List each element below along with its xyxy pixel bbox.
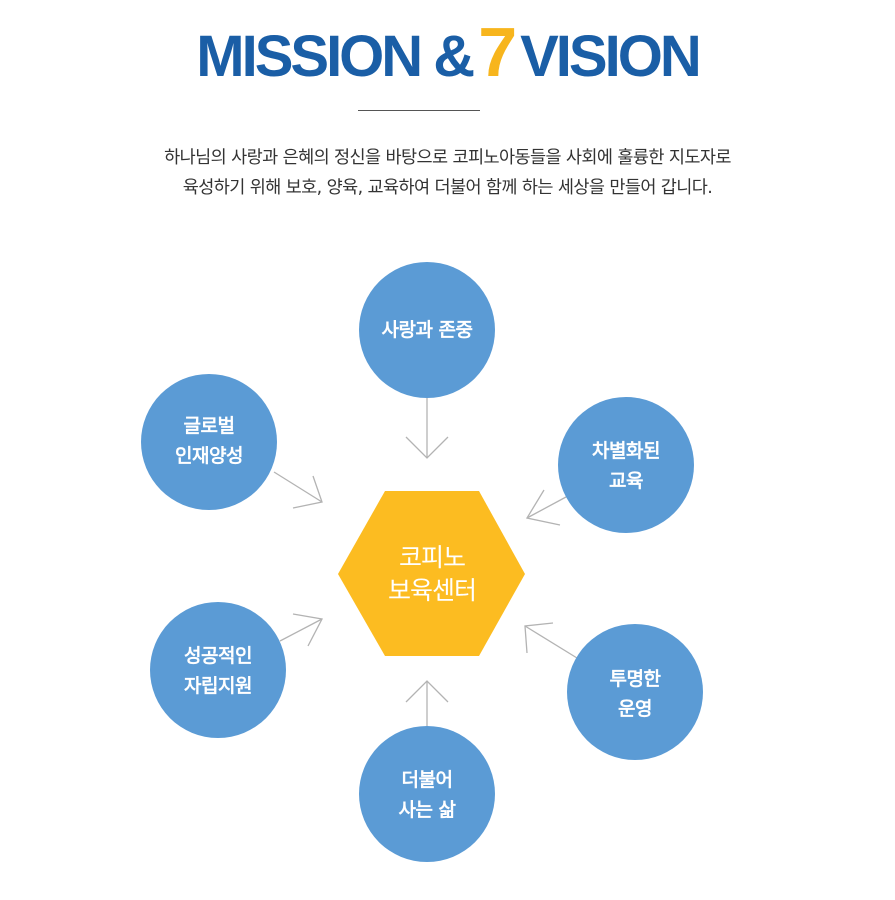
intro-line-1: 하나님의 사랑과 은혜의 정신을 바탕으로 코피노아동들을 사회에 훌륭한 지도… xyxy=(164,148,731,168)
node-love-line-1: 사랑과 존중 xyxy=(381,319,473,341)
circle-global[interactable] xyxy=(141,374,277,510)
node-label-independence: 성공적인 자립지원 xyxy=(148,641,288,701)
node-operation-line-2: 운영 xyxy=(618,698,652,720)
intro-text: 하나님의 사랑과 은혜의 정신을 바탕으로 코피노아동들을 사회에 훌륭한 지도… xyxy=(0,143,895,203)
circle-love[interactable] xyxy=(359,262,495,398)
node-label-operation: 투명한 운영 xyxy=(565,664,705,724)
node-education-line-2: 교육 xyxy=(609,470,643,492)
center-label-line-1: 코피노 xyxy=(398,543,466,572)
center-hexagon xyxy=(338,491,525,656)
center-label-line-2: 보육센터 xyxy=(387,576,477,605)
node-label-together: 더불어 사는 삶 xyxy=(357,765,497,825)
node-together-line-1: 더불어 xyxy=(401,769,453,791)
arrow-from-education xyxy=(525,489,567,526)
title-right: VISION xyxy=(520,24,702,89)
title-left: MISSION & xyxy=(196,24,475,89)
node-education-line-1: 차별화된 xyxy=(592,440,660,462)
node-global-line-2: 인재양성 xyxy=(175,445,243,467)
node-label-global: 글로벌 인재양성 xyxy=(139,411,279,471)
arrow-from-global xyxy=(273,471,323,509)
node-global-line-1: 글로벌 xyxy=(183,415,235,437)
node-together-line-2: 사는 삶 xyxy=(398,799,456,821)
title-number: 7 xyxy=(478,13,517,91)
circle-operation[interactable] xyxy=(567,624,703,760)
circle-together[interactable] xyxy=(359,726,495,862)
arrows xyxy=(273,398,578,726)
node-label-education: 차별화된 교육 xyxy=(556,436,696,496)
title-divider xyxy=(358,110,480,111)
center-label: 코피노 보육센터 xyxy=(337,541,527,607)
arrow-from-operation xyxy=(524,622,578,659)
arrow-from-independence xyxy=(279,613,323,647)
node-independence-line-2: 자립지원 xyxy=(184,675,252,697)
arrow-from-together xyxy=(405,680,449,726)
node-independence-line-1: 성공적인 xyxy=(184,645,252,667)
node-operation-line-1: 투명한 xyxy=(609,668,661,690)
arrow-from-love xyxy=(405,398,449,459)
node-label-love: 사랑과 존중 xyxy=(357,315,497,345)
circle-education[interactable] xyxy=(558,397,694,533)
circle-independence[interactable] xyxy=(150,602,286,738)
intro-line-2: 육성하기 위해 보호, 양육, 교육하여 더불어 함께 하는 세상을 만들어 갑… xyxy=(182,178,713,198)
